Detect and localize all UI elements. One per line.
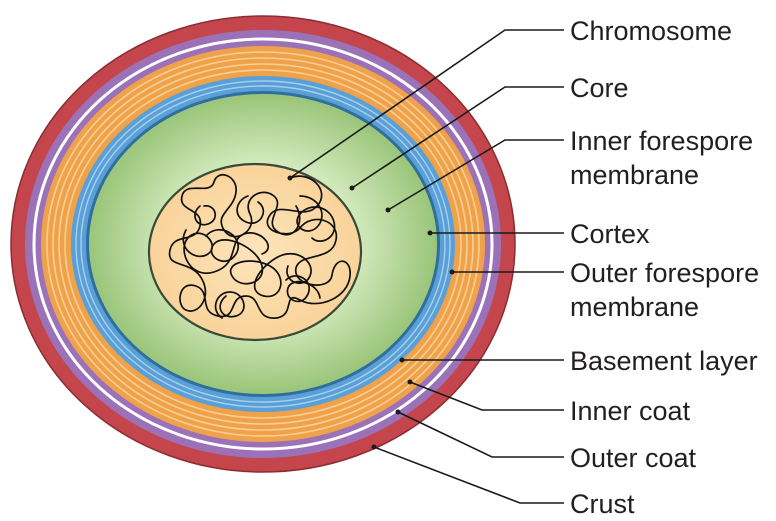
coat-separator — [32, 37, 494, 451]
leader-outer-coat — [397, 411, 564, 458]
leader-inner-forespore-membrane — [387, 139, 564, 211]
label-crust: Crust — [570, 489, 635, 519]
leader-inner-coat-dot — [407, 379, 413, 385]
leader-crust-dot — [371, 444, 377, 450]
leader-outer-coat-dot — [395, 409, 401, 415]
leader-inner-forespore-membrane-dot — [385, 207, 391, 213]
label-outer-forespore-membrane-line2: membrane — [570, 292, 699, 322]
label-inner-coat: Inner coat — [570, 396, 691, 426]
label-chromosome: Chromosome — [570, 16, 732, 46]
leader-chromosome — [289, 29, 564, 179]
basement-stripe-1 — [75, 80, 451, 408]
label-outer-coat: Outer coat — [570, 443, 697, 473]
inner-coat-stripe-4 — [64, 69, 462, 419]
labels: Chromosome Core Inner forespore membrane… — [570, 16, 759, 519]
leader-core — [351, 86, 564, 189]
leader-lines — [287, 29, 564, 504]
label-inner-forespore-membrane-line2: membrane — [570, 160, 699, 190]
inner-coat-stripe-1 — [46, 51, 480, 437]
leader-chromosome-dot — [287, 175, 293, 181]
leader-inner-coat — [409, 381, 564, 411]
leader-core-dot — [349, 185, 355, 191]
label-basement-layer: Basement layer — [570, 346, 758, 376]
basement-stripe-2 — [80, 85, 446, 403]
label-inner-forespore-membrane-line1: Inner forespore — [570, 126, 753, 156]
leader-basement-layer-dot — [399, 357, 405, 363]
leader-cortex-dot — [427, 230, 433, 236]
inner-coat-stripe-3 — [58, 63, 468, 425]
chromosome-tangle — [168, 173, 351, 319]
leader-outer-forespore-membrane-dot — [449, 269, 455, 275]
inner-coat-stripe-2 — [52, 57, 474, 431]
label-core: Core — [570, 73, 629, 103]
leader-crust — [373, 446, 564, 504]
label-cortex: Cortex — [570, 219, 650, 249]
label-outer-forespore-membrane-line1: Outer forespore — [570, 258, 759, 288]
